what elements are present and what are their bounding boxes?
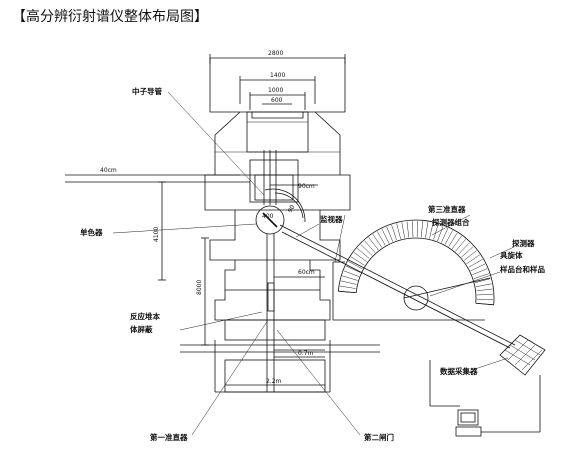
detector-tube [350, 256, 365, 266]
detector-tube [429, 222, 434, 239]
lower-shield-blocks [214, 260, 331, 393]
detector-tube [437, 225, 444, 242]
detector-tube [353, 252, 367, 263]
neutron-guide-label: 中子导管 [132, 86, 162, 96]
detector-tube [433, 224, 439, 240]
detector-tube [364, 240, 376, 253]
detector-tube [339, 285, 356, 289]
second-gate-label: 第二闸门 [364, 432, 394, 442]
detector-tube [340, 280, 357, 285]
detector-tube [425, 221, 429, 238]
detector-tube [377, 231, 386, 246]
detector-tube [458, 242, 470, 255]
sample-table-label: 样品台和样品 [500, 264, 545, 274]
dim-60cm: 60cm [274, 269, 325, 278]
data-collector [499, 334, 546, 376]
monochromator-drum: 400 90 [255, 204, 297, 235]
detector-tube [360, 244, 373, 256]
leader-lines [112, 91, 515, 436]
dim-22m-label: 2.2m [266, 378, 282, 385]
detector-tube [455, 239, 466, 252]
detector-tube [421, 221, 423, 238]
monitor-label: 监视器 [320, 214, 343, 224]
dim-1400-label: 1400 [270, 72, 285, 79]
detector-rotation-label-1: 探测器 [512, 238, 535, 248]
dim-8000: 8000 [196, 237, 209, 346]
detector-tube [386, 226, 393, 242]
detector-tube [342, 275, 358, 281]
detector-tube [372, 234, 382, 248]
reactor-shield-label-1: 反应堆本 [130, 311, 160, 321]
detector-tube [401, 222, 405, 239]
dim-1400: 1400 [239, 72, 316, 104]
detector-tube [406, 221, 410, 238]
dim-8000-label: 8000 [196, 280, 203, 295]
detector-group-label: 探测器组合 [432, 217, 470, 227]
detector-tube [396, 223, 401, 240]
computer-icon [429, 360, 541, 437]
detector-tube [448, 232, 458, 247]
detector-tube [381, 228, 390, 244]
first-collimator-label: 第一准直器 [150, 432, 188, 442]
monochromator-label: 单色器 [80, 227, 103, 237]
first-collimator-box [267, 282, 275, 312]
dim-60cm-label: 60cm [298, 269, 315, 276]
detector-tube [411, 221, 414, 238]
detector-rotation-label-2: 具旋体 [500, 250, 523, 260]
detector-arc [337, 219, 495, 306]
dim-90-label: 90 [287, 204, 297, 214]
detector-tube [348, 261, 363, 270]
detector-tube [472, 268, 488, 275]
detector-tube [466, 254, 480, 264]
detector-tube [463, 250, 477, 261]
dim-40cm: 40cm [65, 167, 250, 183]
reactor-shield-label-2: 体屏蔽 [130, 324, 153, 334]
detector-tube [368, 237, 379, 251]
dim-07m-label: 0.7m [298, 350, 314, 357]
dim-40cm-label: 40cm [100, 167, 117, 174]
detector-tube [468, 259, 483, 268]
detector-tube [343, 270, 360, 277]
detector-tube [345, 265, 361, 273]
dim-400-label: 400 [262, 213, 274, 220]
dim-90cm: 90cm [270, 183, 318, 190]
neutron-guide-lines [263, 150, 277, 205]
detector-tube [474, 278, 491, 283]
detector-tube [476, 293, 493, 296]
detector-tube [451, 235, 462, 249]
detector-tube [475, 283, 492, 287]
detector-tube [476, 288, 493, 292]
beam-tube [266, 234, 275, 392]
detector-tube [473, 273, 490, 279]
detector-tube [470, 263, 486, 272]
sample-table [403, 277, 491, 311]
dim-2800: 2800 [209, 50, 346, 64]
scattered-beam [279, 224, 516, 349]
dim-07m: 0.7m [274, 349, 325, 358]
third-collimator-label: 第三准直器 [428, 204, 466, 214]
detector-tube [444, 230, 453, 245]
dim-2800-label: 2800 [268, 50, 283, 57]
dim-600: 600 [262, 97, 292, 105]
dim-22m: 2.2m [225, 378, 325, 386]
detector-tube [441, 227, 449, 243]
dim-4100-label: 4100 [153, 227, 160, 242]
detector-tube [391, 224, 397, 241]
dim-1000: 1000 [249, 87, 306, 110]
detector-tube [461, 246, 474, 258]
dim-1000-label: 1000 [268, 87, 283, 94]
reactor-floor-line [180, 344, 380, 353]
detector-tube [357, 248, 370, 259]
page-title: 【高分辨衍射谱仪整体布局图】 [12, 9, 208, 25]
data-collector-label: 数据采集器 [440, 366, 478, 376]
dim-4100: 4100 [153, 181, 166, 281]
dim-90cm-label: 90cm [298, 183, 315, 190]
dim-600-label: 600 [271, 97, 283, 104]
